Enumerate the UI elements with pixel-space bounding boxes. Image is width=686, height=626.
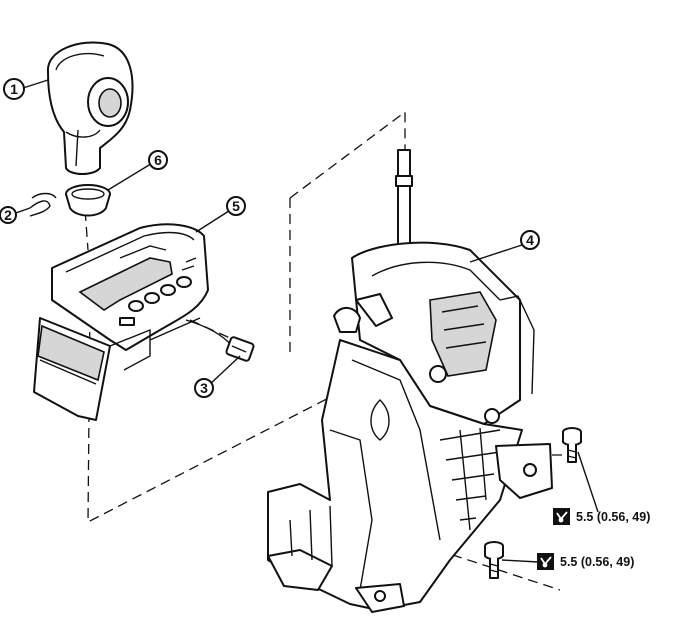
harness-connector bbox=[185, 319, 255, 362]
indicator-panel bbox=[33, 223, 209, 421]
svg-text:1: 1 bbox=[10, 81, 18, 97]
torque-wrench-icon bbox=[553, 508, 570, 525]
callout-leaders bbox=[12, 79, 529, 387]
knob-bushing bbox=[65, 184, 111, 217]
torque-leader-upper bbox=[577, 451, 599, 513]
mounting-bolt-upper bbox=[562, 427, 582, 463]
svg-text:3: 3 bbox=[200, 380, 208, 396]
svg-text:6: 6 bbox=[154, 152, 162, 168]
svg-text:5.5 (0.56, 49): 5.5 (0.56, 49) bbox=[576, 510, 650, 524]
mounting-bolt-lower bbox=[484, 541, 504, 579]
lock-pin bbox=[29, 192, 57, 217]
torque-leader-lower bbox=[501, 559, 539, 563]
callout-5: 5 bbox=[226, 196, 246, 216]
selector-knob bbox=[46, 41, 134, 175]
callout-2: 2 bbox=[0, 206, 17, 224]
torque-spec-lower: 5.5 (0.56, 49) bbox=[537, 553, 634, 570]
svg-text:2: 2 bbox=[4, 207, 12, 223]
svg-text:4: 4 bbox=[526, 232, 534, 248]
callout-3: 3 bbox=[194, 378, 214, 398]
svg-text:5.5 (0.56, 49): 5.5 (0.56, 49) bbox=[560, 555, 634, 569]
callout-4: 4 bbox=[520, 230, 540, 250]
callout-6: 6 bbox=[148, 150, 168, 170]
torque-spec-upper: 5.5 (0.56, 49) bbox=[553, 508, 650, 525]
callout-1: 1 bbox=[3, 78, 25, 100]
torque-wrench-icon bbox=[537, 553, 554, 570]
svg-text:5: 5 bbox=[232, 198, 240, 214]
control-device-assembly bbox=[267, 149, 553, 613]
